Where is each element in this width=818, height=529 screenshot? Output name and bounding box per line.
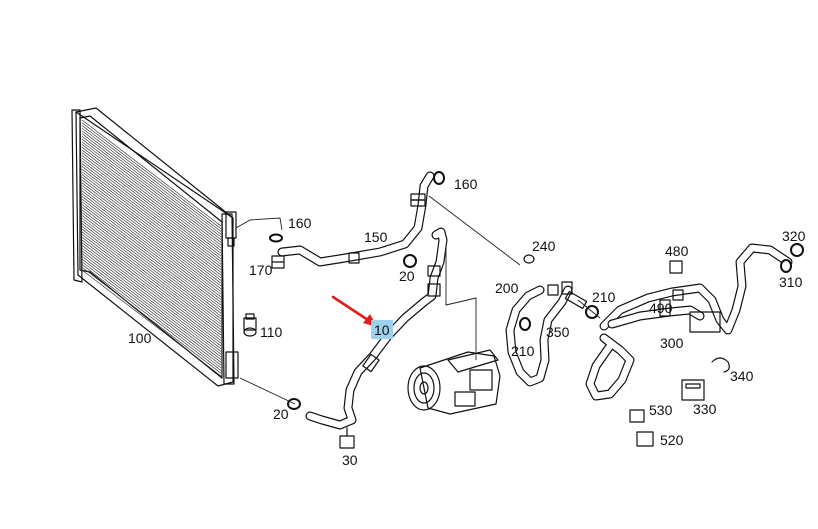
compressor[interactable] [407,349,501,415]
callout-label-490[interactable]: 490 [649,300,673,316]
callout-label-210[interactable]: 210 [592,289,616,305]
cap-part-520[interactable] [636,431,654,447]
callout-labels: 100 110 160 170 150 160 20 10 20 30 240 200 210 350 21… [128,176,806,468]
callout-label-310[interactable]: 310 [779,274,803,290]
valve-part-350[interactable] [564,290,588,310]
callout-label-110[interactable]: 110 [260,324,283,340]
callout-label-240[interactable]: 240 [532,238,556,254]
o-ring-part-160-top[interactable] [433,171,445,185]
callout-label-480[interactable]: 480 [665,243,689,259]
condenser-part-100[interactable] [71,107,239,387]
callout-label-20[interactable]: 20 [273,406,289,422]
callout-label-160[interactable]: 160 [454,176,478,192]
part-240[interactable] [523,254,535,264]
o-ring-part-160[interactable] [269,233,283,243]
o-ring-part-320[interactable] [790,243,804,257]
callout-label-170[interactable]: 170 [249,262,273,278]
selected-part-highlight [371,320,393,339]
callout-label-160[interactable]: 160 [288,215,312,231]
o-ring-part-310[interactable] [780,259,792,273]
callout-label-350[interactable]: 350 [546,324,570,340]
sensor-part-330[interactable] [681,379,705,401]
o-ring-part-210-lower[interactable] [519,317,531,331]
callout-label-30[interactable]: 30 [342,452,358,468]
callout-label-520[interactable]: 520 [660,432,684,448]
valve-part-480[interactable] [669,260,683,274]
callout-label-200[interactable]: 200 [495,280,519,296]
leader-lines [235,195,601,405]
o-ring-part-20-upper[interactable] [403,254,417,268]
clip-part-340[interactable] [711,357,730,373]
red-arrow-indicator [331,295,377,327]
callout-label-340[interactable]: 340 [730,368,754,384]
callout-label-320[interactable]: 320 [782,228,806,244]
line-part-300[interactable] [585,243,793,401]
callout-label-330[interactable]: 330 [693,401,717,417]
drier-cap-part-110[interactable] [243,313,257,337]
callout-label-210[interactable]: 210 [511,343,535,359]
callout-label-300[interactable]: 300 [660,335,684,351]
line-part-150[interactable] [277,171,435,267]
cap-part-530[interactable] [629,409,645,423]
callout-label-100[interactable]: 100 [128,330,152,346]
callout-label-150[interactable]: 150 [364,229,388,245]
callout-label-10[interactable]: 10 [374,322,390,338]
fitting-part-30[interactable] [339,427,355,449]
suction-line-part-200[interactable] [505,281,573,387]
callout-label-20[interactable]: 20 [399,268,415,284]
plug-part-170[interactable] [271,255,285,269]
callout-label-530[interactable]: 530 [649,402,673,418]
